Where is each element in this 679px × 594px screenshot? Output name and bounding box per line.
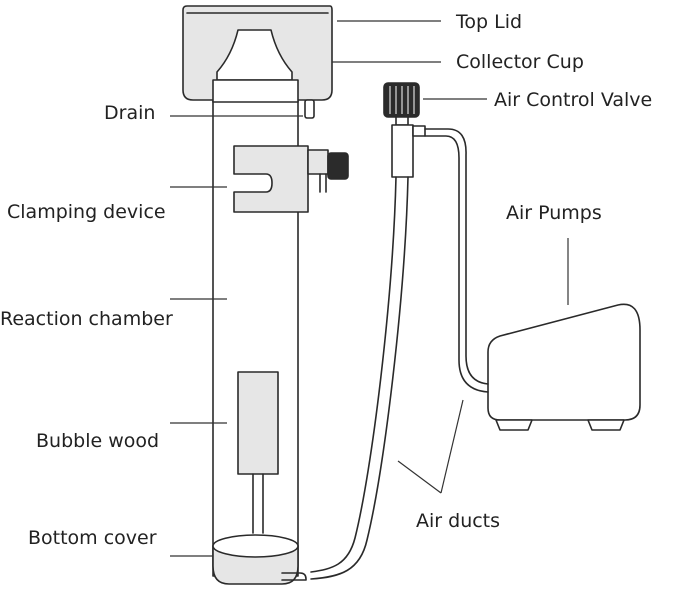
bubble-wood-label: Bubble wood <box>36 430 159 452</box>
air-control-valve <box>383 82 426 178</box>
bubble-wood <box>237 371 279 534</box>
air-ducts <box>281 128 489 581</box>
labels: Top Lid Collector Cup Drain Air Control … <box>0 11 652 549</box>
clamping-device-label: Clamping device <box>7 201 166 223</box>
top-lid-label: Top Lid <box>455 11 522 33</box>
air-ducts-leader-right <box>440 399 464 494</box>
drain-label: Drain <box>104 102 155 124</box>
air-ducts-leader-left <box>397 460 442 494</box>
clamping-device <box>233 145 349 213</box>
reaction-chamber-label: Reaction chamber <box>0 308 173 330</box>
bottom-cover <box>212 534 299 585</box>
drain-nozzle <box>304 99 315 119</box>
air-control-valve-label: Air Control Valve <box>494 89 652 111</box>
air-pumps-label: Air Pumps <box>506 202 602 224</box>
air-pump <box>487 303 641 431</box>
air-ducts-label: Air ducts <box>416 510 500 532</box>
bottom-cover-label: Bottom cover <box>28 527 157 549</box>
leader-lines <box>170 20 569 557</box>
collector-cup-label: Collector Cup <box>456 51 584 73</box>
collector-cup <box>212 29 299 103</box>
